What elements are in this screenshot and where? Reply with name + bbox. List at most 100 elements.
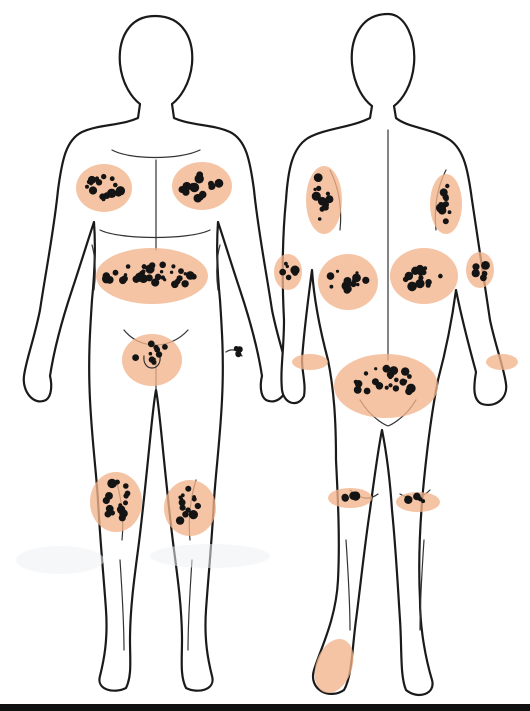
lesion-dot	[152, 358, 155, 361]
lesion-dot	[126, 264, 131, 269]
lesion-dot	[423, 266, 427, 270]
lesion-dot	[438, 274, 443, 279]
lesion-dot	[407, 282, 417, 292]
lesion-dot	[123, 500, 128, 505]
lesion-dot	[85, 185, 89, 189]
lesion-dot	[96, 179, 101, 184]
lesion-dot	[364, 388, 371, 395]
lesion-dot	[356, 283, 359, 286]
lesion-dot	[189, 273, 193, 277]
lesion-dot	[286, 275, 292, 281]
lesion-dot	[195, 174, 204, 183]
lesion-dot	[347, 278, 350, 281]
lesion-dot	[159, 262, 166, 269]
lesion-dot	[179, 186, 186, 193]
zone-back-right-elbow	[466, 252, 494, 288]
lesion-dot	[290, 266, 299, 275]
lesion-dot	[170, 271, 173, 274]
lesion-dot	[235, 351, 239, 355]
lesion-dot	[327, 272, 335, 280]
lesion-dot	[336, 270, 339, 273]
faint-patches	[16, 544, 270, 574]
lesion-dot	[182, 511, 189, 518]
lesion-dot	[437, 207, 441, 211]
lesion-dot	[318, 179, 321, 182]
lesion-dot	[88, 176, 96, 184]
lesion-dot	[181, 493, 185, 497]
lesion-dot	[326, 192, 330, 196]
lesion-dot	[374, 367, 377, 370]
lesion-dot	[171, 264, 175, 268]
lesion-dot	[321, 205, 326, 210]
lesion-dot	[362, 277, 369, 284]
lesion-dot	[176, 516, 184, 524]
lesion-dot	[330, 285, 334, 289]
lesion-dot	[394, 378, 399, 383]
lesion-dot	[179, 499, 186, 506]
lesion-dot	[215, 179, 224, 188]
lesion-dot	[146, 274, 153, 281]
lesion-dot	[425, 280, 430, 285]
lesion-dot	[483, 272, 488, 277]
lesion-dot	[393, 385, 399, 391]
lesion-dot	[119, 277, 127, 285]
lesion-dot	[101, 174, 106, 179]
lesion-dot	[443, 201, 449, 207]
lesion-dot	[318, 217, 322, 221]
lesion-dot	[106, 276, 114, 284]
lesion-dot	[279, 269, 286, 276]
lesion-dot	[209, 183, 216, 190]
lesion-dot	[148, 341, 155, 348]
lesion-dot	[385, 386, 389, 390]
lesion-dot	[149, 352, 153, 356]
lesion-dot	[400, 379, 407, 386]
lesion-dot	[352, 274, 361, 283]
lesion-dot	[416, 265, 424, 273]
lesion-dot	[345, 285, 352, 292]
lesion-dot	[481, 261, 490, 270]
lesion-dot	[234, 346, 239, 351]
lesion-dot	[185, 486, 191, 492]
lesion-dot	[154, 347, 160, 353]
lesion-dot	[189, 183, 197, 191]
lesion-dot	[162, 344, 168, 350]
lesion-dot	[405, 388, 412, 395]
lesion-dot	[443, 195, 449, 201]
lesion-dot	[388, 375, 392, 379]
lesion-dot	[178, 268, 184, 274]
lesion-dot	[105, 492, 113, 500]
lesion-dot	[113, 270, 119, 276]
lesion-dot	[355, 380, 363, 388]
lesion-dot	[349, 492, 357, 500]
lesion-dot	[445, 184, 449, 188]
lesion-dot	[199, 191, 207, 199]
lesion-dot	[412, 269, 415, 272]
lesion-dot	[141, 269, 145, 273]
lesion-dot	[124, 273, 127, 276]
lesion-dot	[160, 270, 163, 273]
lesion-dot	[103, 192, 110, 199]
lesion-dot	[133, 276, 140, 283]
lesion-dot	[105, 511, 112, 518]
lesion-dot	[388, 383, 392, 387]
lesion-dot	[117, 191, 122, 196]
lesion-dot	[123, 493, 128, 498]
lesion-dot	[89, 186, 97, 194]
lesion-dot	[342, 494, 349, 501]
lesion-dot	[413, 493, 421, 501]
lesion-dot	[403, 277, 409, 283]
zone-back-right-wrist	[486, 354, 518, 370]
lesion-dot	[142, 264, 147, 269]
bottom-border	[0, 704, 530, 711]
zone-back-right-lowerback	[390, 248, 458, 304]
lesion-dot	[312, 192, 321, 201]
lesion-dot	[117, 505, 125, 513]
zone-back-left-wrist	[292, 354, 328, 370]
lesion-dot	[177, 275, 183, 281]
lesion-dot	[472, 263, 479, 270]
lesion-dot	[149, 262, 155, 268]
lesion-dot	[184, 272, 187, 275]
lesion-dot	[113, 183, 118, 188]
lesion-dot	[110, 176, 115, 181]
